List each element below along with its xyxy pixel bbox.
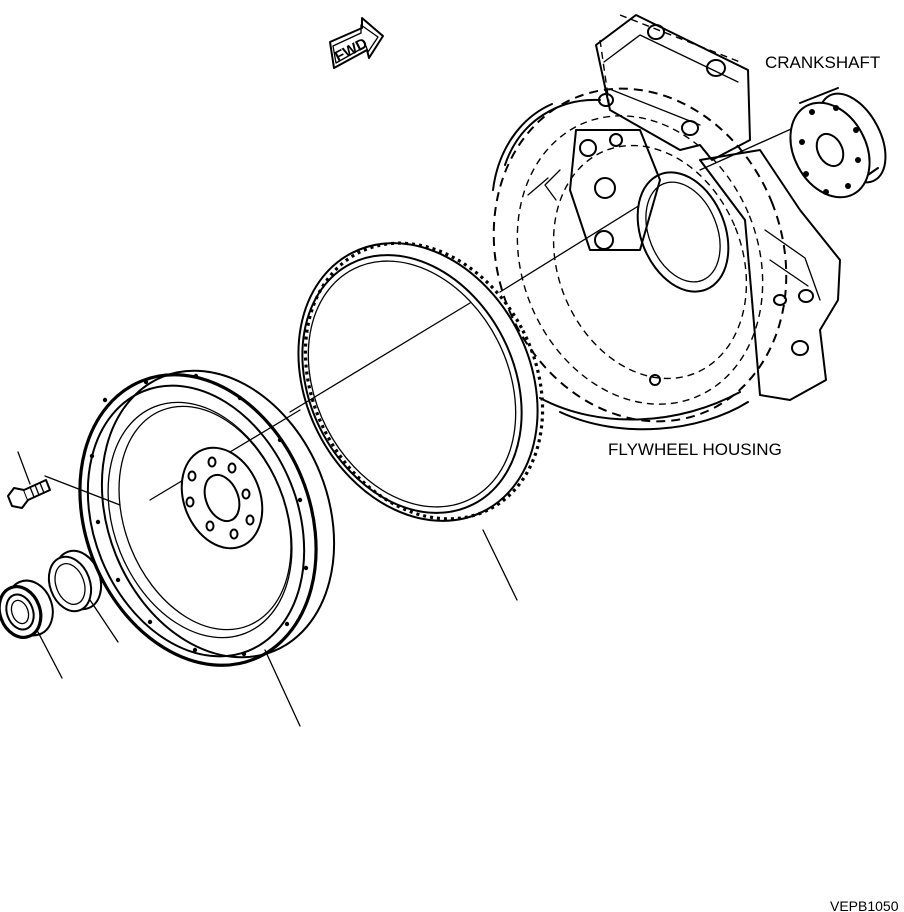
drawing-code: VEPB1050 — [830, 898, 899, 912]
ring-gear — [297, 241, 545, 522]
fwd-direction-arrow-icon: FWD — [329, 17, 384, 69]
flywheel-bolt — [7, 451, 51, 509]
pilot-bushing — [47, 549, 103, 613]
flywheel-rim-holes — [89, 373, 309, 657]
ring-gear-leader-line — [482, 529, 518, 601]
flywheel-hub-holes — [185, 456, 255, 540]
flywheel-leader-line — [264, 649, 301, 727]
flywheel-housing-label: FLYWHEEL HOUSING — [608, 440, 782, 459]
flywheel — [78, 369, 336, 667]
pilot-bearing — [0, 579, 54, 639]
crankshaft-label: CRANKSHAFT — [765, 53, 880, 72]
crankshaft-hub — [789, 87, 887, 199]
assembly-axis-line — [44, 124, 801, 506]
bearing-leader-line — [37, 631, 63, 679]
flywheel-housing — [492, 14, 841, 431]
crankshaft-bolt-holes — [799, 105, 861, 195]
bushing-leader-line — [89, 599, 119, 643]
